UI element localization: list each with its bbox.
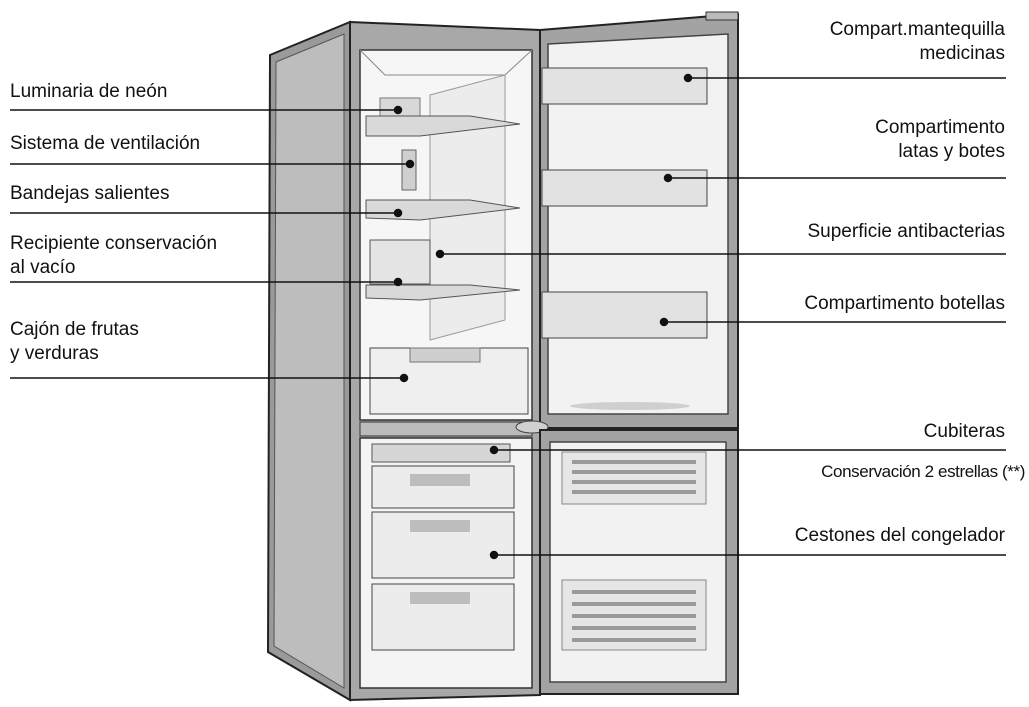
door-shelf [541, 291, 708, 339]
shelf [365, 199, 521, 221]
label-cubiteras: Cubiteras [923, 421, 1005, 442]
label-bandejas: Bandejas salientes [10, 183, 170, 204]
label-luminaria: Luminaria de neón [10, 81, 168, 102]
door-shelf [541, 67, 708, 105]
leader-lines-left [10, 105, 415, 383]
shelf [365, 115, 521, 137]
door-shelf [541, 169, 708, 207]
shelf [365, 284, 521, 301]
freezer-basket [371, 465, 515, 509]
ice-tray [371, 443, 511, 463]
label-cestones: Cestones del congelador [794, 525, 1005, 546]
label-estrellas: Conservación 2 estrellas (**) [821, 462, 1025, 481]
label-antibacterias: Superficie antibacterias [807, 221, 1006, 242]
label-ventilacion: Sistema de ventilación [10, 133, 201, 154]
vacuum-container [369, 239, 431, 285]
label-botellas: Compartimento botellas [804, 293, 1005, 314]
leader-lines-right [435, 73, 1006, 560]
